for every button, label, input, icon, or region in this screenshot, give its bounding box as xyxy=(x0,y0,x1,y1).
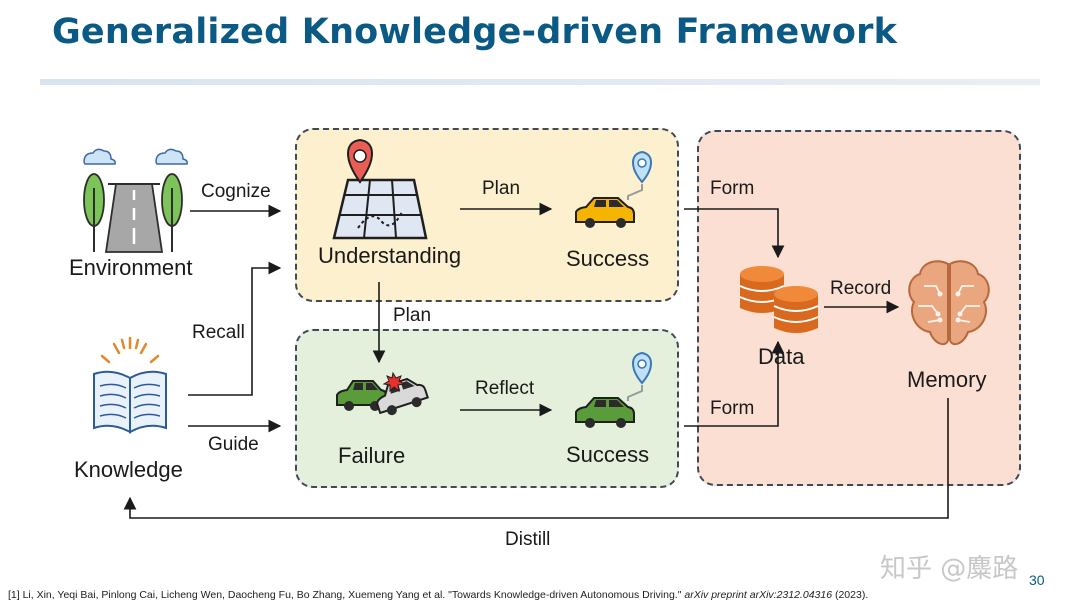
node-environment: Environment xyxy=(69,255,193,280)
database-icon xyxy=(739,266,819,333)
reference-citation: [1] Li, Xin, Yeqi Bai, Pinlong Cai, Lich… xyxy=(8,589,868,601)
edge-label-record: Record xyxy=(830,278,892,299)
page-number: 30 xyxy=(1029,572,1045,588)
node-memory: Memory xyxy=(907,367,987,392)
edge-label-form-bottom: Form xyxy=(710,398,755,419)
car-icon xyxy=(575,397,635,428)
edge-label-distill: Distill xyxy=(505,529,551,550)
edge-label-plan-top: Plan xyxy=(482,178,521,199)
map-pin-icon xyxy=(332,138,428,240)
road-trees-icon xyxy=(83,148,188,253)
edge-label-recall: Recall xyxy=(192,322,245,343)
edge-label-guide: Guide xyxy=(208,434,259,455)
distill-arrow xyxy=(123,398,949,519)
form-bottom-arrow xyxy=(684,340,785,427)
reference-venue: arXiv preprint arXiv:2312.04316 xyxy=(684,589,833,601)
recall-arrow xyxy=(188,261,282,396)
crash-icon xyxy=(336,371,429,416)
brain-icon xyxy=(908,260,990,346)
edge-label-reflect: Reflect xyxy=(475,378,535,399)
title-divider xyxy=(40,79,1040,85)
edge-label-form-top: Form xyxy=(710,178,755,199)
reference-year: (2023). xyxy=(832,589,869,601)
reference-authors: [1] Li, Xin, Yeqi Bai, Pinlong Cai, Lich… xyxy=(8,589,685,601)
node-data: Data xyxy=(758,344,805,369)
location-pin-icon xyxy=(627,351,652,401)
car-icon xyxy=(575,197,635,228)
node-understanding: Understanding xyxy=(318,243,462,268)
node-knowledge: Knowledge xyxy=(74,457,183,482)
edge-label-cognize: Cognize xyxy=(201,181,271,202)
edge-label-plan-down: Plan xyxy=(393,305,432,326)
node-failure: Failure xyxy=(338,443,406,468)
form-top-arrow xyxy=(684,208,785,259)
connectors xyxy=(123,202,949,519)
node-success-bottom: Success xyxy=(566,442,650,467)
watermark: 知乎 @麋路 xyxy=(880,554,1019,584)
open-book-icon xyxy=(93,336,167,434)
node-success-top: Success xyxy=(566,246,650,271)
page-title: Generalized Knowledge-driven Framework xyxy=(52,12,898,52)
location-pin-icon xyxy=(627,150,652,200)
